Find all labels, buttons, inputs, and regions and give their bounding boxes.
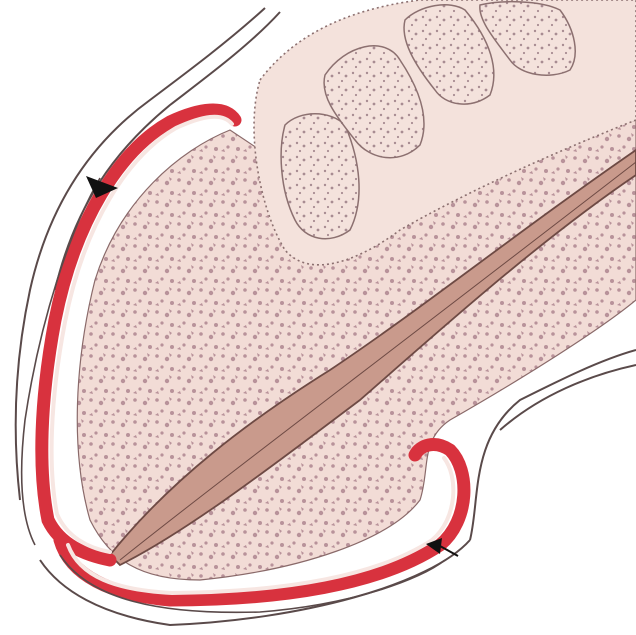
anatomical-cross-section-diagram <box>0 0 636 635</box>
